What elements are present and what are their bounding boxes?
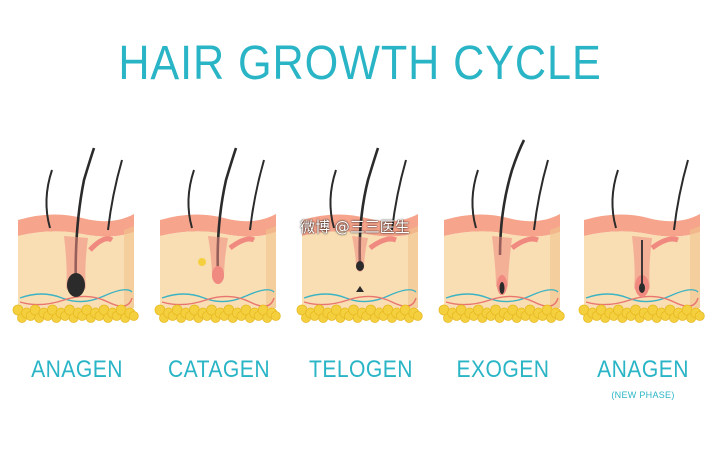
stage-label: EXOGEN (456, 356, 550, 383)
hair-follicle (187, 147, 265, 284)
fat-layer (296, 304, 423, 323)
hair-follicle (611, 159, 689, 297)
stage-catagen: CATAGEN (154, 0, 284, 450)
stage-label: TELOGEN (308, 356, 414, 383)
stage-label: ANAGEN (31, 356, 123, 383)
skin-telogen-illustration (296, 147, 423, 323)
stage-telogen: TELOGEN (296, 0, 426, 450)
fat-layer (438, 304, 565, 323)
skin-block (578, 159, 705, 323)
watermark: 微博 @三三医生 (300, 218, 410, 236)
stage-label: CATAGEN (167, 356, 271, 383)
stage-anagen-new-phase: ANAGEN (NEW PHASE) (578, 0, 708, 450)
fat-layer (154, 304, 281, 323)
skin-catagen-illustration (154, 147, 281, 323)
fat-layer (12, 304, 139, 323)
diagram-title: HAIR GROWTH CYCLE (118, 37, 602, 90)
stage-sublabel: (NEW PHASE) (611, 390, 675, 400)
hair-follicle (471, 139, 549, 295)
skin-anagen-new-illustration (578, 159, 705, 323)
stage-label: ANAGEN (597, 356, 689, 383)
skin-block (296, 147, 423, 323)
skin-block (12, 147, 139, 323)
stage-anagen: ANAGEN (12, 0, 142, 450)
hair-follicle (45, 147, 123, 297)
skin-block (154, 147, 281, 323)
skin-block (438, 139, 565, 323)
skin-exogen-illustration (438, 139, 565, 323)
stage-exogen: EXOGEN (438, 0, 568, 450)
skin-anagen-illustration (12, 147, 139, 323)
fat-layer (578, 304, 705, 323)
hair-follicle (329, 147, 407, 292)
